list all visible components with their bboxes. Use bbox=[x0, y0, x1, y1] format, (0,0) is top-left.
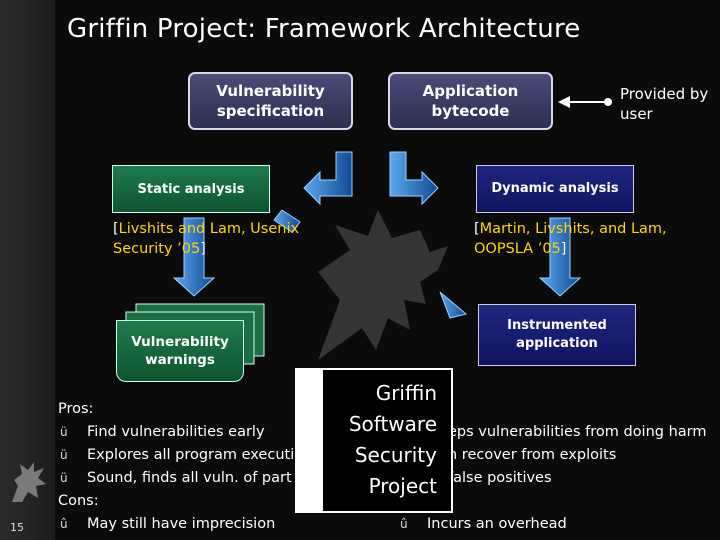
list-item: Incurs an overhead bbox=[427, 516, 567, 532]
application-bytecode-box: Application bytecode bbox=[388, 72, 553, 130]
page-number: 15 bbox=[10, 521, 24, 534]
cite-bracket-open: [ bbox=[113, 221, 119, 237]
static-citation-text: Livshits and Lam, Usenix Security ’05 bbox=[113, 221, 300, 257]
instrumented-application-box: Instrumented application bbox=[478, 304, 636, 366]
static-citation: [Livshits and Lam, Usenix Security ’05] bbox=[113, 219, 303, 259]
vulnerability-warnings-box: Vulnerability warnings bbox=[116, 320, 244, 382]
logo-stripe bbox=[297, 370, 323, 511]
list-item: n recover from exploits bbox=[448, 447, 617, 463]
bent-arrow-left-icon bbox=[303, 151, 353, 206]
cons-right-list: û Incurs an overhead bbox=[400, 513, 567, 536]
check-bullet-icon: ü bbox=[60, 448, 68, 462]
bent-arrow-right-icon bbox=[389, 151, 439, 206]
provided-by-user-label: Provided by user bbox=[620, 85, 709, 123]
cite-bracket-close: ] bbox=[200, 241, 206, 257]
check-bullet-icon: ü bbox=[60, 425, 68, 439]
static-analysis-box: Static analysis bbox=[112, 165, 270, 213]
logo-text: Griffin Software Security Project bbox=[348, 381, 437, 498]
list-item: eps vulnerabilities from doing harm bbox=[448, 424, 707, 440]
cross-bullet-icon: û bbox=[60, 517, 68, 531]
down-arrow-static-icon bbox=[172, 217, 216, 297]
list-item: false positives bbox=[448, 470, 552, 486]
cite-bracket-close: ] bbox=[560, 241, 567, 257]
vulnerability-specification-box: Vulnerability specification bbox=[188, 72, 353, 130]
pros-heading: Pros: bbox=[58, 401, 94, 417]
dynamic-citation: [Martin, Livshits, and Lam, OOPSLA ’05] bbox=[474, 219, 709, 259]
down-arrow-dynamic-icon bbox=[538, 217, 582, 297]
cross-bullet-icon: û bbox=[400, 517, 408, 531]
provided-arrow bbox=[558, 96, 612, 108]
diagonal-arrow-left-icon bbox=[273, 209, 301, 233]
dynamic-citation-text: Martin, Livshits, and Lam, OOPSLA ’05 bbox=[474, 221, 667, 257]
griffin-logo: Griffin Software Security Project bbox=[295, 368, 453, 513]
pros-right-list: eps vulnerabilities from doing harm n re… bbox=[448, 421, 707, 490]
slide-title: Griffin Project: Framework Architecture bbox=[67, 14, 581, 44]
diagonal-arrow-right-icon bbox=[439, 291, 468, 319]
griffin-watermark-icon bbox=[318, 210, 448, 360]
sidebar: ntHeaders(); es.length; i++ Request.getP… bbox=[0, 0, 55, 540]
dynamic-analysis-box: Dynamic analysis bbox=[476, 165, 634, 213]
check-bullet-icon: ü bbox=[60, 471, 68, 485]
griffin-icon bbox=[12, 462, 46, 502]
cite-bracket-open: [ bbox=[474, 221, 480, 237]
cons-heading: Cons: bbox=[58, 493, 99, 509]
